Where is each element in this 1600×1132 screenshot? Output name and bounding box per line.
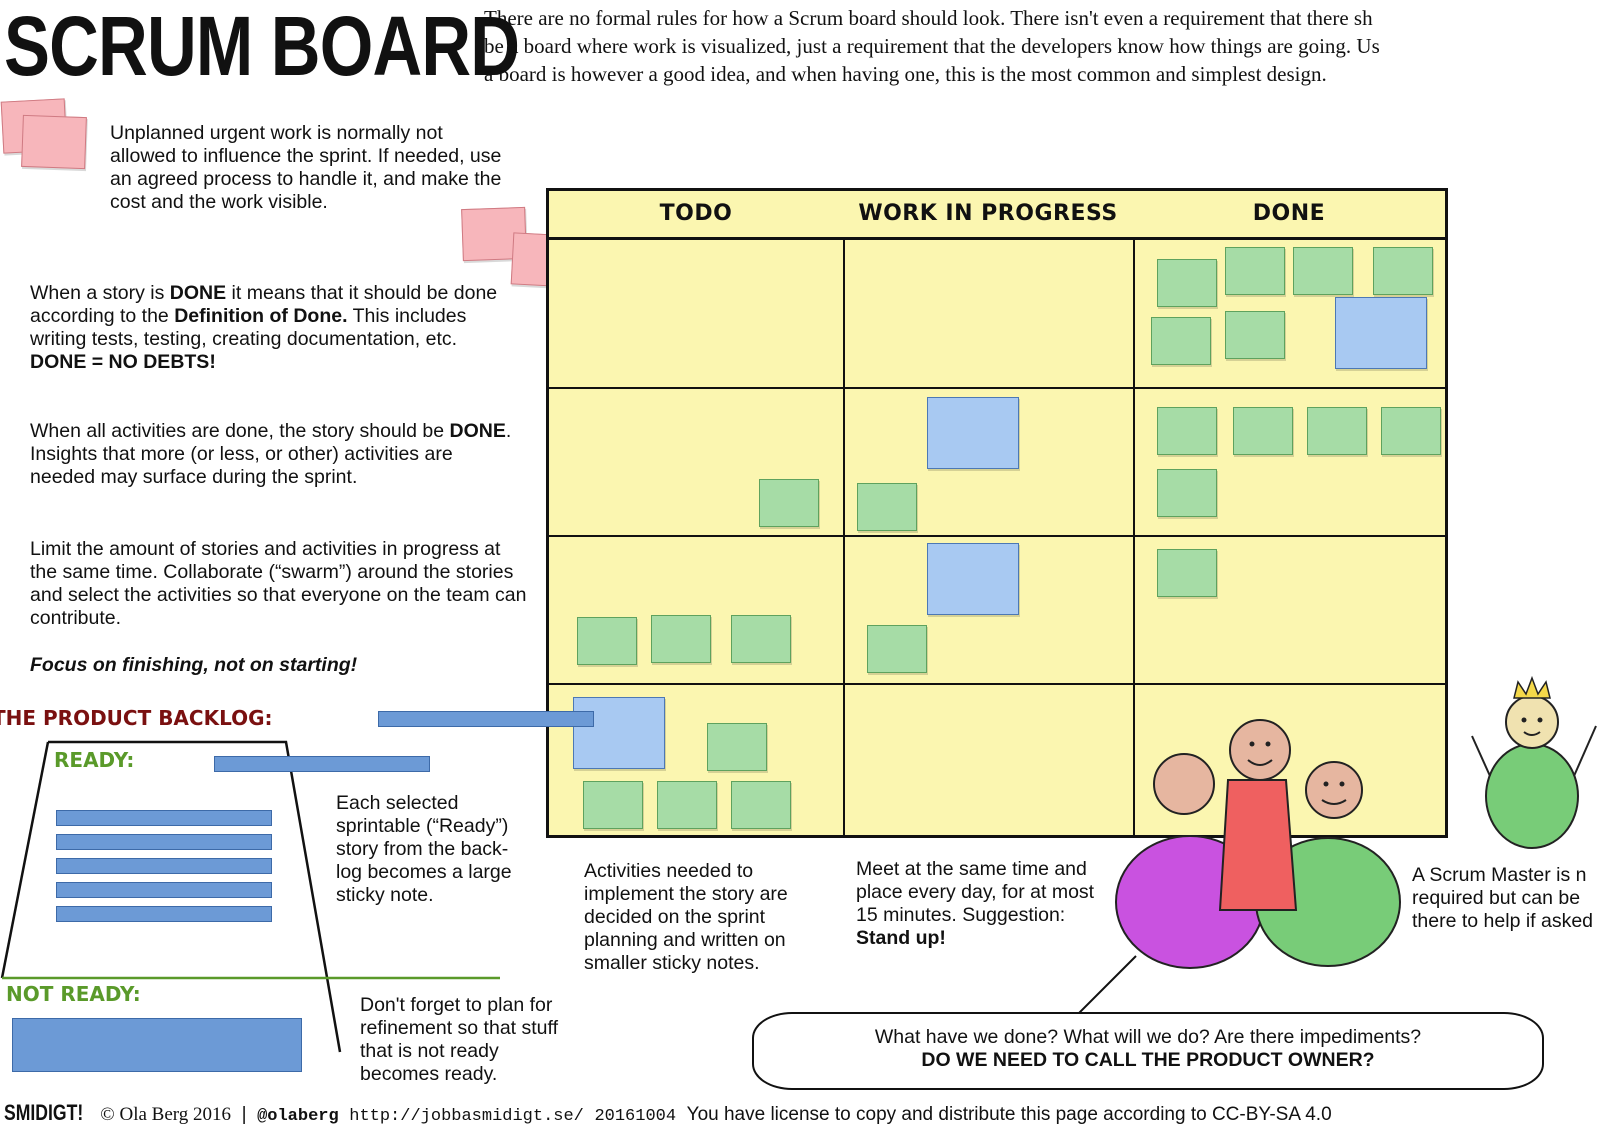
scrum-board: TODO WORK IN PROGRESS DONE: [546, 188, 1448, 838]
column-title-wip: WORK IN PROGRESS: [858, 201, 1118, 226]
activity-sticky-note: [1151, 317, 1211, 365]
activity-sticky-note: [577, 617, 637, 665]
copyright: © Ola Berg 2016: [100, 1104, 231, 1125]
separator: |: [241, 1104, 247, 1125]
story-sticky-note: [927, 397, 1019, 469]
intro-text: There are no formal rules for how a Scru…: [484, 6, 1380, 86]
column-title-todo: TODO: [659, 201, 733, 226]
activity-sticky-note: [1225, 247, 1285, 295]
backlog-link-bar: [378, 711, 594, 727]
note-limit: Limit the amount of stories and activiti…: [30, 538, 527, 629]
row-divider: [549, 535, 1445, 537]
activity-sticky-note: [1157, 407, 1217, 455]
activity-sticky-note: [759, 479, 819, 527]
ready-story-bar: [56, 810, 272, 826]
scrum-master-illustration: [1471, 675, 1597, 849]
not-ready-label: NOT READY:: [6, 982, 141, 1006]
activity-sticky-note: [651, 615, 711, 663]
footer: SMIDIGT! © Ola Berg 2016 | @olaberg http…: [4, 1100, 1332, 1126]
ready-story-bar: [56, 834, 272, 850]
team-illustration: [1115, 719, 1401, 969]
board-header: TODO WORK IN PROGRESS DONE: [549, 191, 1445, 240]
twitter-handle[interactable]: @olaberg: [257, 1107, 339, 1126]
activity-sticky-note: [657, 781, 717, 829]
row-divider: [549, 683, 1445, 685]
activity-sticky-note: [731, 615, 791, 663]
note-selected: Each selected sprintable (“Ready”) story…: [336, 792, 512, 906]
activity-sticky-note: [1157, 469, 1217, 517]
page-title: SCRUM BOARD: [4, 0, 520, 93]
activity-sticky-note: [857, 483, 917, 531]
bubble-line-2: DO WE NEED TO CALL THE PRODUCT OWNER?: [921, 1049, 1375, 1071]
ready-label: READY:: [54, 748, 135, 772]
note-activities: When all activities are done, the story …: [30, 420, 512, 488]
activity-sticky-note: [1293, 247, 1353, 295]
activity-sticky-note: [867, 625, 927, 673]
column-title-done: DONE: [1252, 201, 1326, 226]
note-scrum-master: A Scrum Master is n required but can be …: [1412, 864, 1594, 932]
backlog-title: THE PRODUCT BACKLOG:: [0, 706, 273, 730]
backlog-funnel: [0, 740, 500, 1053]
license-text: You have license to copy and distribute …: [686, 1104, 1332, 1125]
activity-sticky-note: [1381, 407, 1441, 455]
activity-sticky-note: [1233, 407, 1293, 455]
note-meet: Meet at the same time and place every da…: [856, 858, 1095, 949]
row-divider: [549, 387, 1445, 389]
standup-speech-bubble: What have we done? What will we do? Are …: [752, 1012, 1544, 1090]
ready-story-bar: [56, 858, 272, 874]
note-activities-below: Activities needed to implement the story…: [584, 860, 788, 974]
story-sticky-note: [927, 543, 1019, 615]
story-sticky-note: [573, 697, 665, 769]
speech-bubble-tail: [1076, 955, 1137, 1015]
urgent-sticky-note: [21, 114, 87, 170]
story-sticky-note: [1335, 297, 1427, 369]
not-ready-block: [12, 1018, 302, 1072]
activity-sticky-note: [731, 781, 791, 829]
note-refine: Don't forget to plan for refinement so t…: [360, 994, 558, 1085]
activity-sticky-note: [1157, 549, 1217, 597]
activity-sticky-note: [1307, 407, 1367, 455]
activity-sticky-note: [1373, 247, 1433, 295]
brand-logo: SMIDIGT!: [4, 1100, 84, 1125]
ready-story-bar: [56, 906, 272, 922]
date-stamp: 20161004: [594, 1107, 677, 1126]
note-focus: Focus on finishing, not on starting!: [30, 654, 358, 676]
note-unplanned: Unplanned urgent work is normally not al…: [110, 122, 502, 213]
bubble-line-1: What have we done? What will we do? Are …: [874, 1026, 1422, 1048]
website-link[interactable]: http://jobbasmidigt.se/: [349, 1107, 584, 1126]
activity-sticky-note: [1225, 311, 1285, 359]
activity-sticky-note: [583, 781, 643, 829]
ready-story-bar: [56, 882, 272, 898]
note-done: When a story is DONE it means that it sh…: [30, 282, 498, 373]
activity-sticky-note: [1157, 259, 1217, 307]
backlog-link-bar: [214, 756, 430, 772]
activity-sticky-note: [707, 723, 767, 771]
